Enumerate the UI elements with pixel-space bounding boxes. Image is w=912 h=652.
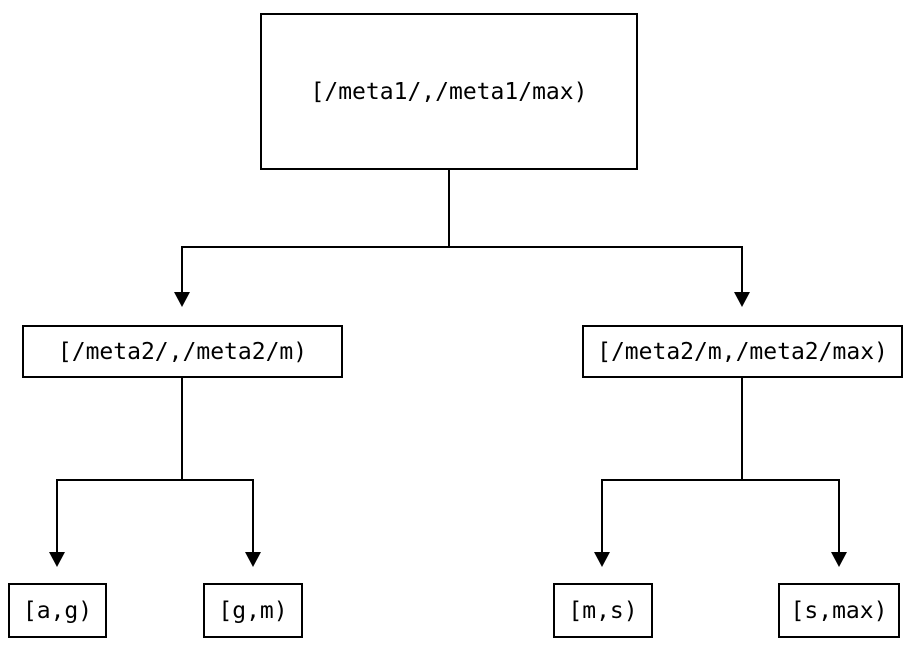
- connector-left-to-leaf-ag-arm: [56, 479, 58, 553]
- tree-node-left-child: [/meta2/,/meta2/m): [22, 325, 343, 378]
- connector-right-child-stem: [741, 378, 743, 481]
- tree-node-leaf-ag-label: [a,g): [22, 597, 93, 624]
- tree-node-leaf-ms: [m,s): [553, 583, 653, 638]
- arrowhead-down-icon: [831, 552, 847, 567]
- tree-node-leaf-ms-label: [m,s): [568, 597, 638, 624]
- tree-node-right-child: [/meta2/m,/meta2/max): [582, 325, 903, 378]
- connector-root-to-right-arm: [741, 246, 743, 294]
- arrowhead-down-icon: [245, 552, 261, 567]
- tree-node-leaf-gm-label: [g,m): [218, 597, 288, 624]
- connector-root-stem: [448, 170, 450, 247]
- connector-right-to-leaf-smax-arm: [838, 479, 840, 553]
- connector-root-to-left-arm: [181, 246, 183, 294]
- arrowhead-down-icon: [734, 292, 750, 307]
- connector-left-child-stem: [181, 378, 183, 481]
- connector-left-to-leaf-gm-arm: [252, 479, 254, 553]
- tree-node-left-child-label: [/meta2/,/meta2/m): [57, 338, 308, 365]
- arrowhead-down-icon: [49, 552, 65, 567]
- tree-node-root: [/meta1/,/meta1/max): [260, 13, 638, 170]
- tree-node-right-child-label: [/meta2/m,/meta2/max): [597, 338, 888, 365]
- tree-node-leaf-gm: [g,m): [203, 583, 303, 638]
- arrowhead-down-icon: [174, 292, 190, 307]
- tree-node-leaf-ag: [a,g): [8, 583, 107, 638]
- tree-node-leaf-smax: [s,max): [778, 583, 900, 638]
- connector-right-subtree-crossbar: [601, 479, 840, 481]
- arrowhead-down-icon: [594, 552, 610, 567]
- tree-node-root-label: [/meta1/,/meta1/max): [310, 78, 588, 105]
- connector-left-subtree-crossbar: [56, 479, 254, 481]
- connector-level1-crossbar: [181, 246, 743, 248]
- tree-node-leaf-smax-label: [s,max): [790, 597, 888, 624]
- connector-right-to-leaf-ms-arm: [601, 479, 603, 553]
